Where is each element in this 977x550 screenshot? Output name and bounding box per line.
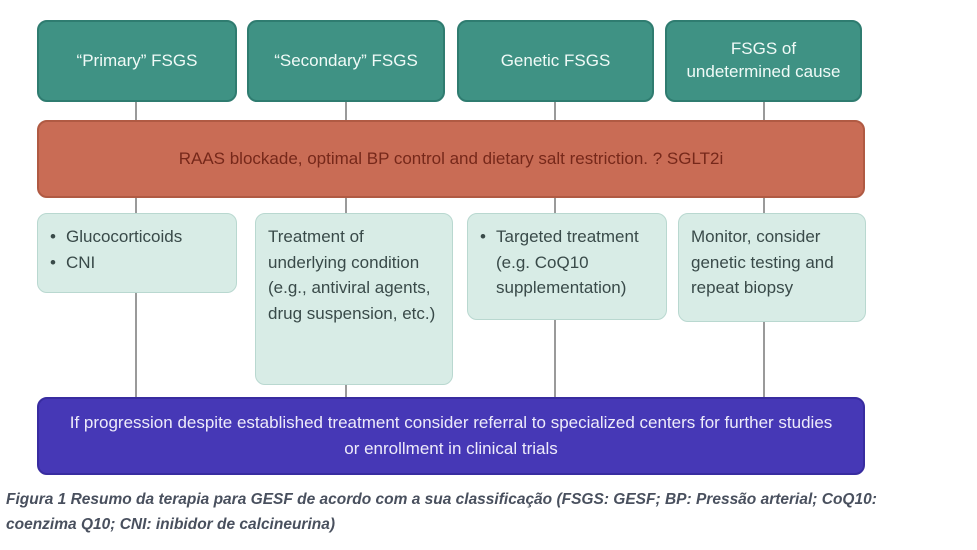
classification-box-primary-fsgs: “Primary” FSGS xyxy=(37,20,237,102)
treatment-box-undetermined: Monitor, consider genetic testing and re… xyxy=(678,213,866,322)
treatment-box-genetic: • Targeted treatment (e.g. CoQ10 supplem… xyxy=(467,213,667,320)
treatment-item-text: Targeted treatment (e.g. CoQ10 supplemen… xyxy=(496,227,639,297)
treatment-item: • Targeted treatment (e.g. CoQ10 supplem… xyxy=(480,224,654,301)
treatment-item-text: Glucocorticoids xyxy=(66,227,183,246)
figure-caption-line1: Figura 1 Resumo da terapia para GESF de … xyxy=(6,491,877,508)
classification-label: Genetic FSGS xyxy=(500,50,611,70)
treatment-box-primary: • Glucocorticoids • CNI xyxy=(37,213,237,293)
treatment-item: • Glucocorticoids xyxy=(50,224,224,250)
raas-blockade-text: RAAS blockade, optimal BP control and di… xyxy=(178,149,724,168)
raas-blockade-box: RAAS blockade, optimal BP control and di… xyxy=(37,120,865,198)
treatment-item-text: CNI xyxy=(66,252,96,272)
treatment-box-secondary: Treatment of underlying condition (e.g.,… xyxy=(255,213,453,385)
treatment-text: Treatment of underlying condition (e.g.,… xyxy=(268,227,436,323)
classification-label: “Primary” FSGS xyxy=(76,50,198,70)
treatment-text: Monitor, consider genetic testing and re… xyxy=(691,227,834,297)
bullet-icon: • xyxy=(50,227,56,246)
classification-label: “Secondary” FSGS xyxy=(274,50,418,70)
figure-caption: Figura 1 Resumo da terapia para GESF de … xyxy=(6,487,972,537)
classification-label-line2: undetermined cause xyxy=(686,62,841,81)
bullet-icon: • xyxy=(480,227,486,246)
treatment-item: • CNI xyxy=(50,250,224,276)
figure-caption-line2: coenzima Q10; CNI: inibidor de calcineur… xyxy=(6,516,336,534)
referral-text: If progression despite established treat… xyxy=(69,412,833,458)
bullet-icon: • xyxy=(50,252,56,272)
classification-label-line1: FSGS of xyxy=(730,39,797,59)
classification-box-genetic-fsgs: Genetic FSGS xyxy=(457,20,654,102)
referral-box: If progression despite established treat… xyxy=(37,397,865,475)
classification-box-undetermined-fsgs: FSGS of undetermined cause xyxy=(665,20,862,102)
classification-box-secondary-fsgs: “Secondary” FSGS xyxy=(247,20,445,102)
